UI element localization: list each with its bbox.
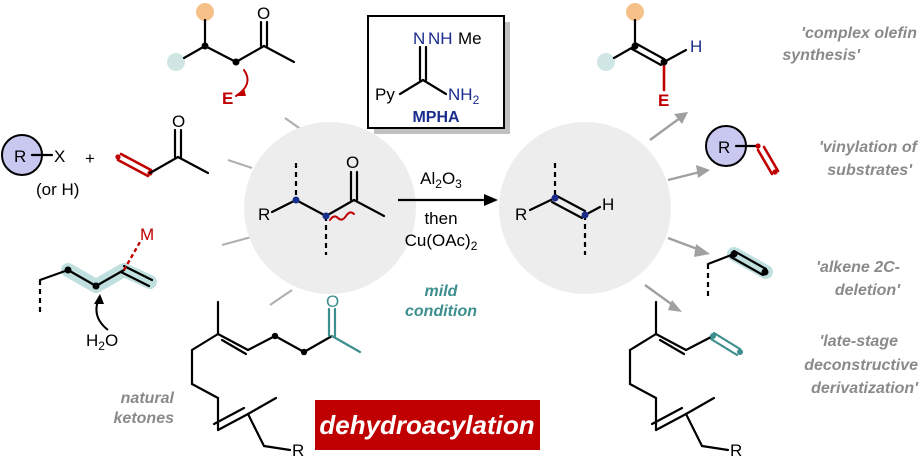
- natural-ketones-line1: natural: [121, 390, 175, 407]
- atom-n: N: [413, 29, 425, 48]
- left-top-ketone: O E: [167, 3, 296, 108]
- natural-ketone-structure: natural ketones O R: [114, 292, 362, 460]
- svg-text:O: O: [326, 292, 339, 311]
- water-label: H2O: [86, 331, 118, 353]
- electrophile-label: E: [222, 89, 233, 108]
- atom-nh2: NH2: [448, 85, 480, 107]
- condition-reagent2: Cu(OAc)2: [405, 231, 478, 253]
- product-circle: [499, 122, 671, 294]
- complex-olefin-structure: H E: [597, 3, 702, 110]
- caption-late-stage-2: deconstructive: [804, 357, 918, 374]
- substrate-ketone-structure: R O: [258, 153, 386, 255]
- condition-then: then: [424, 209, 457, 228]
- atom-me: Me: [458, 29, 482, 48]
- reaction-arrow: [398, 194, 498, 206]
- caption-vinylation-2: substrates': [827, 162, 913, 179]
- mpha-reagent-box: N NH Me Py NH2 MPHA: [367, 15, 510, 134]
- metal-label: M: [140, 225, 154, 244]
- late-stage-structure: R: [628, 300, 743, 460]
- mild-condition-line1: mild: [425, 283, 459, 300]
- caption-complex-olefin-2: synthesis': [782, 47, 861, 64]
- vinylated-substrate-structure: R: [705, 125, 780, 176]
- late-r-label: R: [730, 441, 742, 460]
- product-h-label: H: [602, 195, 614, 214]
- caption-alkene-deletion-2: deletion': [835, 282, 901, 299]
- r-group-label: R: [258, 205, 270, 224]
- left-middle-reagents: R X + (or H) O: [1, 112, 210, 199]
- caption-vinylation-1: 'vinylation of: [819, 139, 919, 156]
- atom-nh: NH: [428, 29, 453, 48]
- olefin-h-label: H: [690, 37, 702, 56]
- svg-text:O: O: [172, 112, 185, 131]
- product-arrows: [644, 112, 710, 312]
- product-r-label: R: [515, 205, 527, 224]
- dehydroacylation-banner: dehydroacylation: [315, 400, 540, 450]
- caption-late-stage-3: derivatization': [811, 380, 919, 397]
- plus-sign: +: [85, 149, 95, 168]
- substrate-circle: [244, 122, 416, 294]
- natural-ketones-line2: ketones: [114, 410, 175, 427]
- or-h-label: (or H): [36, 180, 79, 199]
- vinyl-r-label: R: [718, 138, 730, 157]
- banner-text: dehydroacylation: [319, 410, 534, 440]
- svg-text:O: O: [346, 153, 359, 172]
- olefin-e-label: E: [658, 91, 669, 110]
- natural-r-label: R: [292, 441, 304, 460]
- rx-x-label: X: [54, 147, 65, 166]
- caption-complex-olefin-1: 'complex olefin: [801, 25, 917, 42]
- caption-alkene-deletion-1: 'alkene 2C-: [816, 259, 900, 276]
- reagent-name: MPHA: [412, 109, 460, 126]
- svg-text:O: O: [257, 4, 270, 23]
- alkene-product-structure: R H: [515, 163, 614, 255]
- condition-reagent1: Al2O3: [420, 169, 462, 191]
- mild-condition-line2: condition: [405, 303, 477, 320]
- left-lower-alkene: M H2O: [38, 225, 157, 353]
- caption-late-stage-1: 'late-stage: [820, 333, 899, 350]
- atom-py: Py: [375, 85, 395, 104]
- alkene-deletion-structure: [706, 247, 773, 300]
- rx-r-label: R: [14, 147, 26, 166]
